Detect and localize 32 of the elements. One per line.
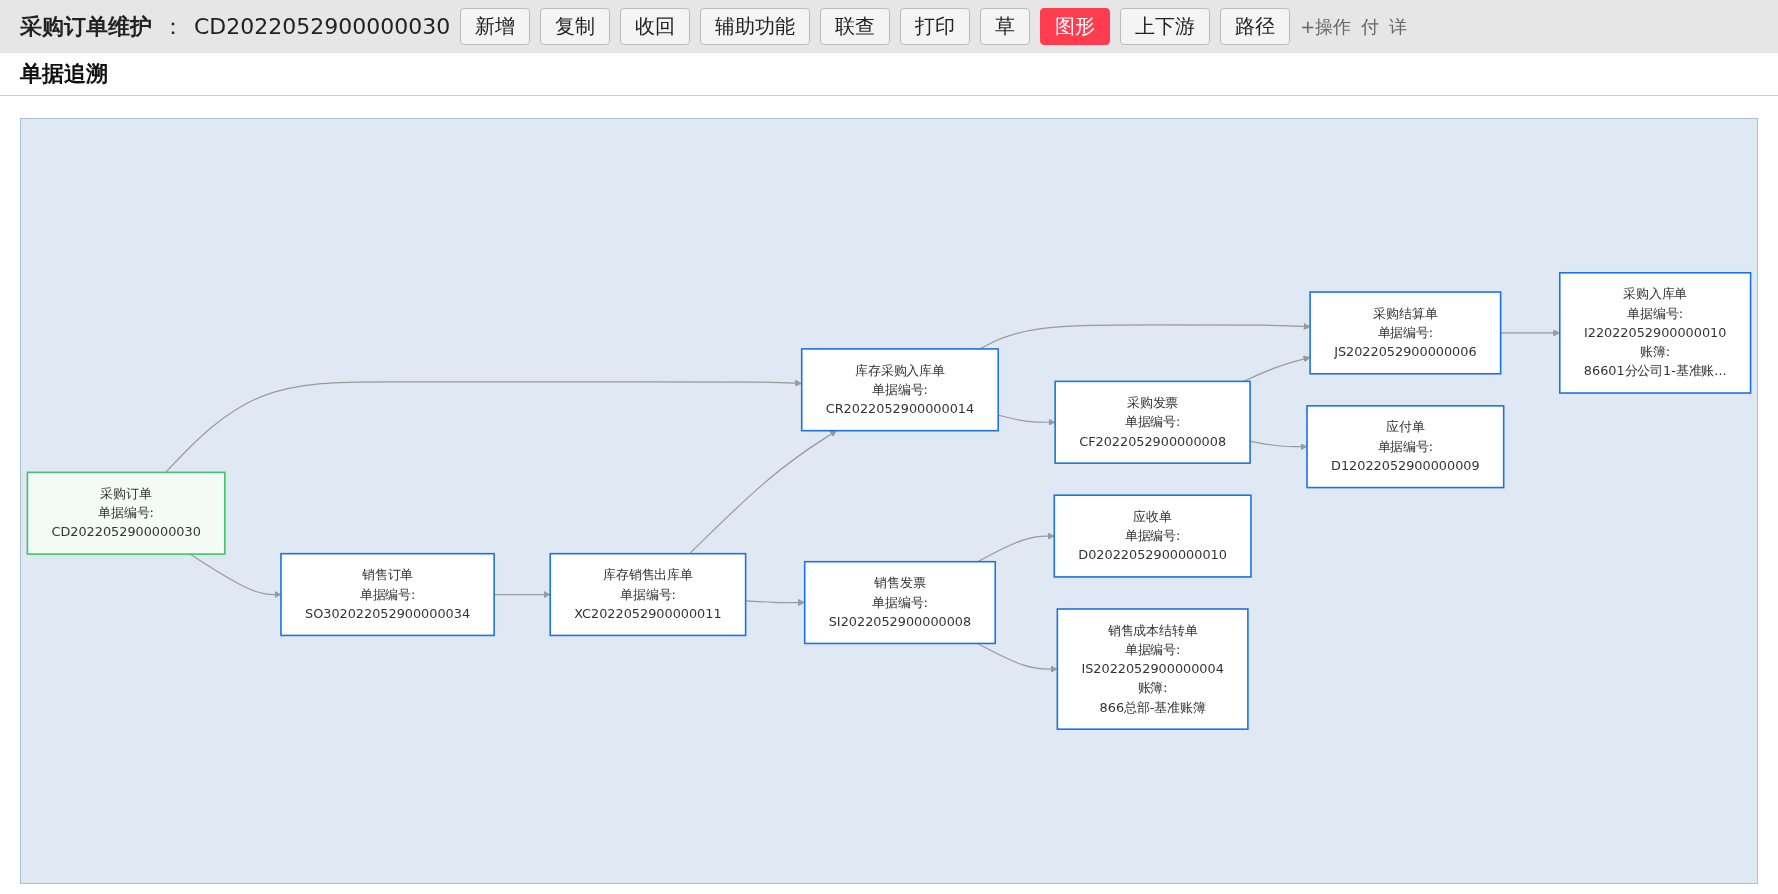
arrow <box>1242 355 1311 382</box>
node-box: 销售成本结转单 单据编号: IS2022052900000004 账簿: 866总部-基准账簿 <box>1056 608 1249 730</box>
node-box: 应付单 单据编号: D12022052900000009 <box>1306 405 1505 489</box>
document-number: ： <box>162 12 184 41</box>
arrow <box>745 599 805 607</box>
toolbar-button: 上下游 <box>1120 8 1211 45</box>
node-box: 销售发票 单据编号: SI2022052900000008 <box>803 560 996 645</box>
toolbar-button: 复制 <box>540 8 611 45</box>
node-box: 库存采购入库单 单据编号: CR2022052900000014 <box>800 348 999 432</box>
node-box: 应收单 单据编号: D02022052900000010 <box>1053 494 1252 578</box>
node-box: 采购入库单 单据编号: I22022052900000010 账簿: 86601分公司1-基准账... <box>1558 272 1752 394</box>
toolbar-button: 新增 <box>460 8 531 45</box>
document-number: CD2022052900000030 <box>194 14 451 39</box>
panel-title: 单据追溯 <box>20 60 108 88</box>
toolbar-button: 辅助功能 <box>700 8 811 45</box>
toolbar-button: 图形 <box>1040 8 1111 45</box>
node-box: 库存销售出库单 单据编号: XC2022052900000011 <box>549 552 747 637</box>
background-text: +操作 <box>1300 14 1352 39</box>
background-text: 付 <box>1361 14 1380 39</box>
toolbar-button: 联查 <box>820 8 891 45</box>
node-box: 销售订单 单据编号: SO302022052900000034 <box>280 552 495 637</box>
background-text: 详 <box>1389 14 1408 39</box>
toolbar-button: 草 <box>980 8 1031 45</box>
node-box: 采购发票 单据编号: CF2022052900000008 <box>1054 380 1251 464</box>
page-title: 采购订单维护 <box>20 12 152 41</box>
arrow <box>976 642 1058 673</box>
node-box: 采购订单 单据编号: CD2022052900000030 <box>26 471 226 555</box>
toolbar-button: 路径 <box>1220 8 1291 45</box>
toolbar-button: 收回 <box>620 8 691 45</box>
toolbar-button: 打印 <box>900 8 971 45</box>
node-box: 采购结算单 单据编号: JS2022052900000006 <box>1309 291 1502 375</box>
arrow <box>688 430 837 555</box>
